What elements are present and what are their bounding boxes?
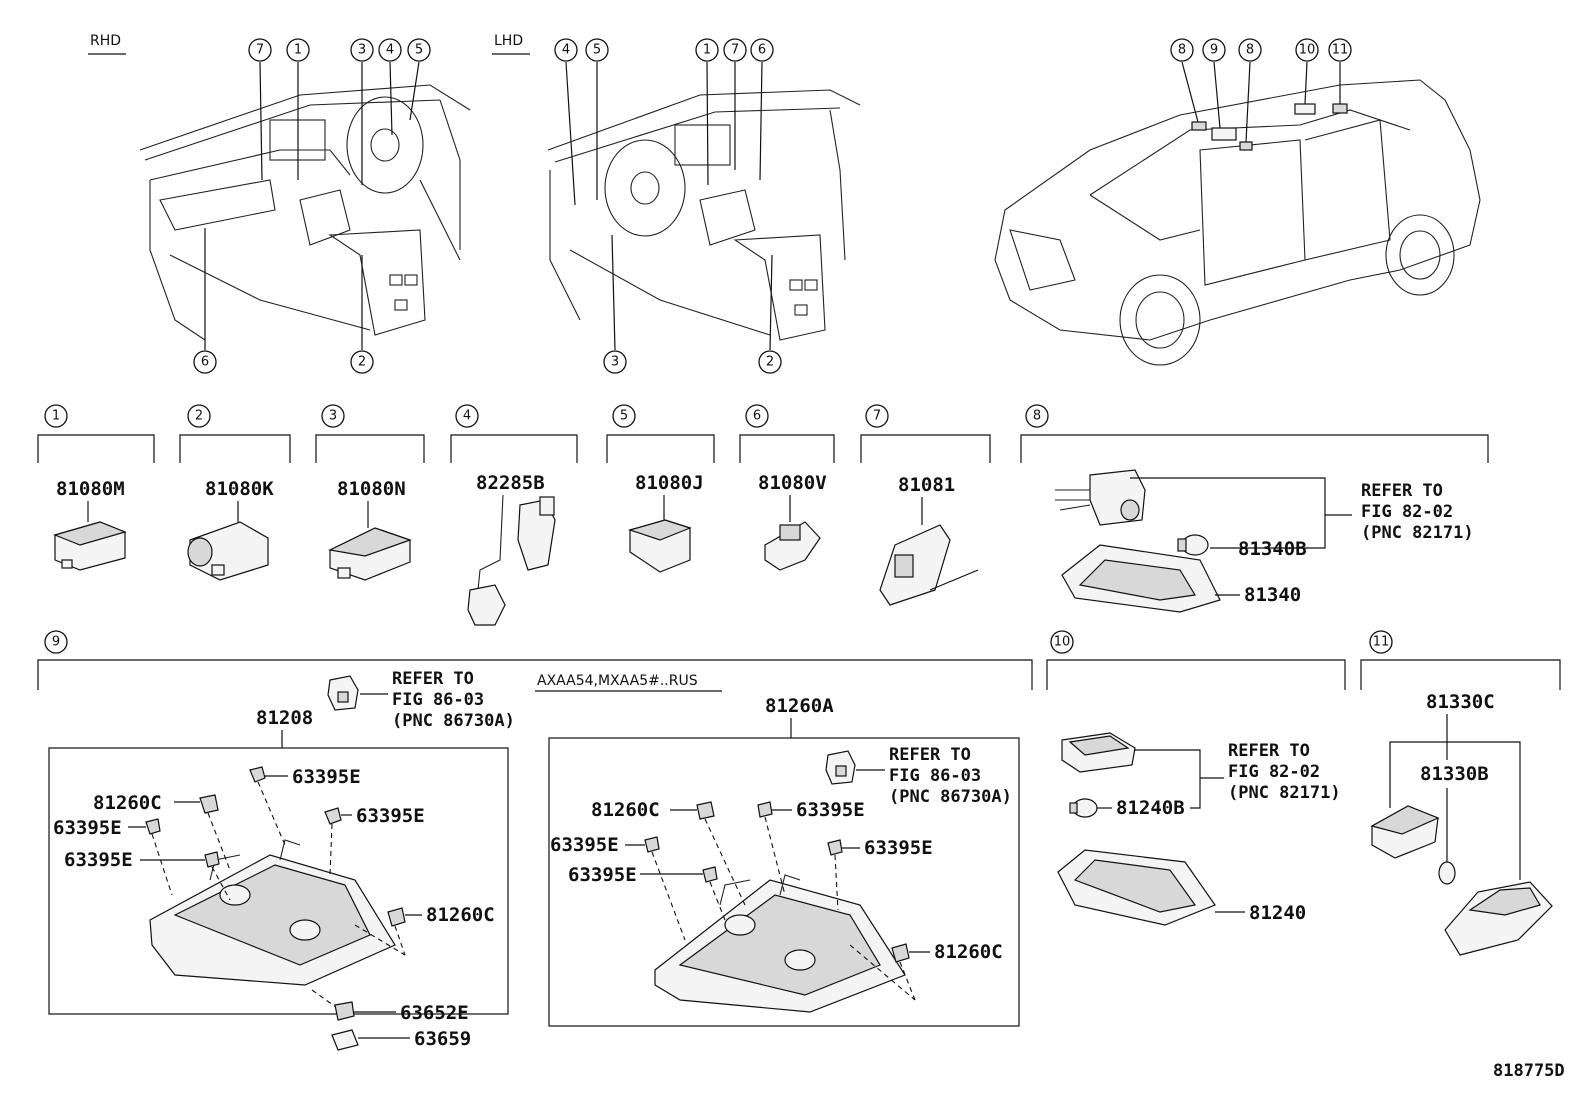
- row1-part-numbers: 81080M 81080K 81080N 82285B 81080J 81080…: [56, 472, 955, 500]
- row1-brackets: 1 2 3 4 5 6 7 8: [37, 404, 1489, 463]
- callout-2: 2: [766, 355, 774, 370]
- section-2-callout: 2: [195, 409, 203, 424]
- section-8-interior-lamp: 81340B 81340 REFER TO FIG 82-02 (PNC 821…: [1055, 469, 1474, 613]
- clip-81260C-a: 81260C: [93, 792, 162, 814]
- part-81330C: 81330C: [1426, 691, 1495, 713]
- callout-10: 10: [1299, 43, 1316, 58]
- ref8-line2: FIG 82-02: [1361, 502, 1453, 522]
- part-81340B: 81340B: [1238, 538, 1307, 560]
- callout-7: 7: [731, 43, 739, 58]
- section-9-callout: 9: [52, 635, 60, 650]
- callout-8: 8: [1178, 43, 1186, 58]
- part-81340: 81340: [1244, 584, 1301, 606]
- clip-81260C-c: 81260C: [591, 799, 660, 821]
- callout-4: 4: [386, 43, 394, 58]
- part-82285B: 82285B: [476, 472, 545, 494]
- ref10-line3: (PNC 82171): [1228, 783, 1341, 803]
- ref8-line3: (PNC 82171): [1361, 523, 1474, 543]
- clip-81260C-b: 81260C: [426, 904, 495, 926]
- part-63659: 63659: [414, 1028, 471, 1050]
- callout-6: 6: [758, 43, 766, 58]
- ref9b-line3: (PNC 86730A): [889, 787, 1012, 807]
- rhd-dashboard-illustration: RHD: [88, 33, 471, 350]
- section-6-callout: 6: [753, 409, 761, 424]
- ref8-line1: REFER TO: [1361, 481, 1443, 501]
- section-11-callout: 11: [1373, 635, 1390, 650]
- section-10-room-lamp: 81240B REFER TO FIG 82-02 (PNC 82171) 81…: [1057, 732, 1341, 926]
- section-9-right-map-lamp: 81260A REFER TO FIG 86-03 (PNC 86730A) 8…: [548, 695, 1020, 1027]
- callout-3: 3: [611, 355, 619, 370]
- clip-63395E-f: 63395E: [550, 834, 619, 856]
- section-4-callout: 4: [463, 409, 471, 424]
- part-81208: 81208: [256, 707, 313, 729]
- ref10-line2: FIG 82-02: [1228, 762, 1320, 782]
- section-9-left-map-lamp: REFER TO FIG 86-03 (PNC 86730A) 81208 63…: [48, 669, 515, 1051]
- callout-11: 11: [1332, 43, 1349, 58]
- clip-63395E-h: 63395E: [568, 864, 637, 886]
- clip-63395E-g: 63395E: [864, 837, 933, 859]
- section-3-callout: 3: [329, 409, 337, 424]
- variant-note: AXAA54,MXAA5#..RUS: [537, 673, 698, 689]
- callout-7: 7: [256, 43, 264, 58]
- callout-1: 1: [294, 43, 302, 58]
- callout-8: 8: [1246, 43, 1254, 58]
- callout-4: 4: [562, 43, 570, 58]
- ref9b-line2: FIG 86-03: [889, 766, 981, 786]
- clip-63395E-c: 63395E: [53, 817, 122, 839]
- part-81330B: 81330B: [1420, 763, 1489, 785]
- part-81260A: 81260A: [765, 695, 834, 717]
- ref10-line1: REFER TO: [1228, 741, 1310, 761]
- callout-2: 2: [358, 355, 366, 370]
- ref9b-line1: REFER TO: [889, 745, 971, 765]
- callout-3: 3: [358, 43, 366, 58]
- callout-5: 5: [593, 43, 601, 58]
- row1-part-drawings: [53, 494, 979, 626]
- top-callouts: 7 1 3 4 5 6 2 4 5 1 7 6 3 2 8 9 8 10 11: [193, 38, 1352, 374]
- rhd-label: RHD: [90, 33, 121, 49]
- section-11-luggage-lamp: 81330C 81330B: [1370, 691, 1553, 956]
- section-7-callout: 7: [873, 409, 881, 424]
- clip-63395E-e: 63395E: [796, 799, 865, 821]
- part-81080N: 81080N: [337, 478, 406, 500]
- callout-6: 6: [201, 355, 209, 370]
- ref9a-line2: FIG 86-03: [392, 690, 484, 710]
- part-81081: 81081: [898, 474, 955, 496]
- callout-1: 1: [703, 43, 711, 58]
- clip-81260C-d: 81260C: [934, 941, 1003, 963]
- part-81080M: 81080M: [56, 478, 125, 500]
- part-81240B: 81240B: [1116, 797, 1185, 819]
- clip-63395E-a: 63395E: [292, 766, 361, 788]
- clip-63395E-b: 63395E: [356, 805, 425, 827]
- part-63652E: 63652E: [400, 1002, 469, 1024]
- lhd-dashboard-illustration: LHD: [492, 33, 861, 351]
- ref9a-line1: REFER TO: [392, 669, 474, 689]
- section-8-callout: 8: [1033, 409, 1041, 424]
- ref9a-line3: (PNC 86730A): [392, 711, 515, 731]
- part-81080V: 81080V: [758, 472, 827, 494]
- figure-id: 818775D: [1493, 1061, 1565, 1081]
- clip-63395E-d: 63395E: [64, 849, 133, 871]
- section-1-callout: 1: [52, 409, 60, 424]
- lhd-label: LHD: [494, 33, 523, 49]
- section-10-callout: 10: [1054, 635, 1071, 650]
- row2-brackets: 9 10 11: [37, 630, 1561, 690]
- vehicle-illustration: [994, 61, 1481, 366]
- part-81240: 81240: [1249, 902, 1306, 924]
- callout-9: 9: [1210, 43, 1218, 58]
- part-81080K: 81080K: [205, 478, 274, 500]
- section-5-callout: 5: [620, 409, 628, 424]
- callout-5: 5: [415, 43, 423, 58]
- part-81080J: 81080J: [635, 472, 704, 494]
